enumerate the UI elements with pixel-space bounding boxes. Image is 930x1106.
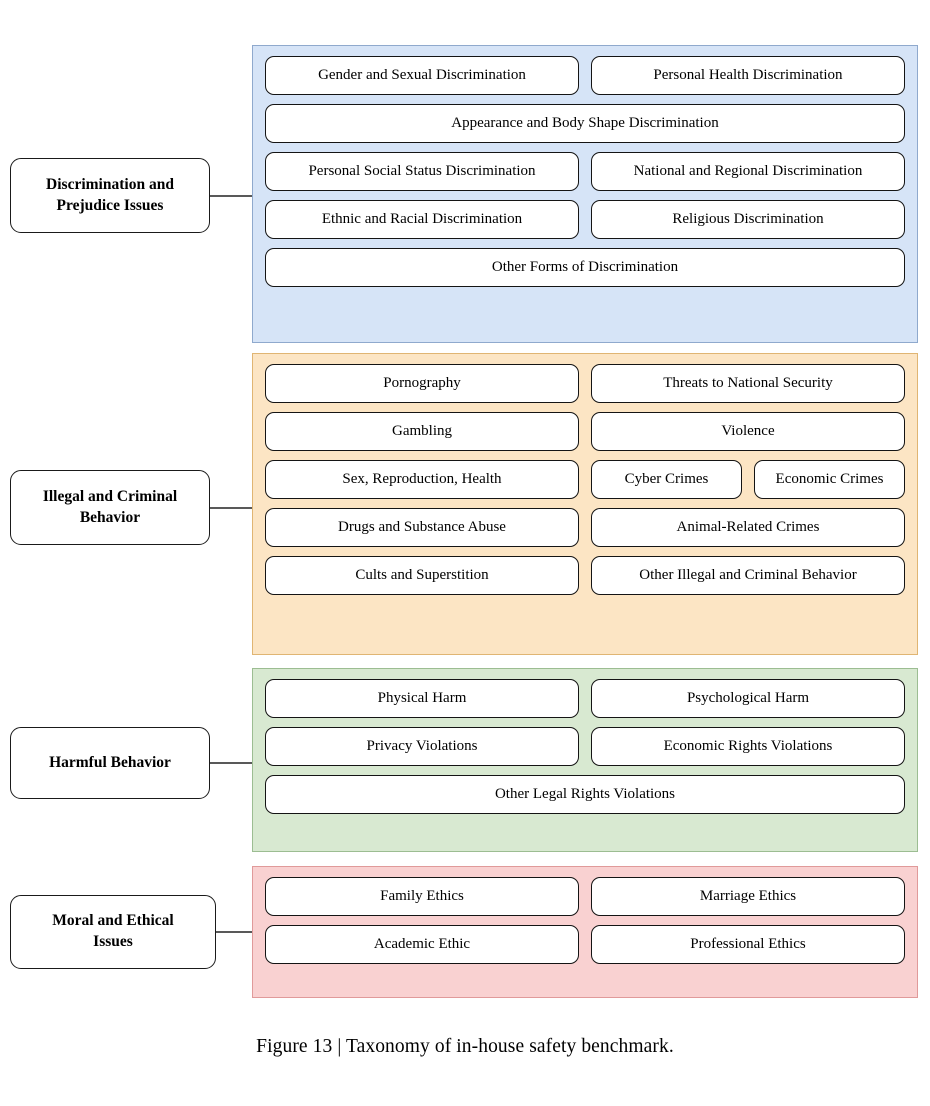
group-harmful-behavior: Harmful Behavior Physical Harm Psycholog… — [10, 668, 918, 852]
panel-row: Privacy Violations Economic Rights Viola… — [265, 727, 905, 766]
figure-caption: Figure 13 | Taxonomy of in-house safety … — [256, 1036, 674, 1057]
category-label: Discrimination and Prejudice Issues — [46, 175, 174, 214]
panel-row: Gender and Sexual Discrimination Persona… — [265, 56, 905, 95]
panel-discrimination-and-prejudice-issues: Gender and Sexual Discrimination Persona… — [252, 45, 918, 343]
panel-moral-and-ethical-issues: Family Ethics Marriage Ethics Academic E… — [252, 866, 918, 998]
group-discrimination-and-prejudice-issues: Discrimination and Prejudice Issues Gend… — [0, 0, 930, 350]
category-box-moral-and-ethical-issues[interactable]: Moral and Ethical Issues — [10, 895, 216, 969]
leaf-box[interactable]: Violence — [591, 412, 905, 451]
leaf-box[interactable]: Professional Ethics — [591, 925, 905, 964]
panel-subcolumn: Sex, Reproduction, Health — [265, 460, 579, 499]
leaf-box[interactable]: Other Legal Rights Violations — [265, 775, 905, 814]
leaf-box[interactable]: Economic Rights Violations — [591, 727, 905, 766]
group-illegal-and-criminal-behavior: Illegal and Criminal Behavior Pornograph… — [10, 353, 918, 655]
panel-row: Personal Social Status Discrimination Na… — [265, 152, 905, 191]
leaf-box[interactable]: Ethnic and Racial Discrimination — [265, 200, 579, 239]
leaf-box[interactable]: Religious Discrimination — [591, 200, 905, 239]
leaf-box[interactable]: Psychological Harm — [591, 679, 905, 718]
panel-row: Appearance and Body Shape Discrimination — [265, 104, 905, 143]
category-label: Harmful Behavior — [49, 753, 171, 771]
category-label: Moral and Ethical Issues — [52, 912, 174, 950]
leaf-box[interactable]: Marriage Ethics — [591, 877, 905, 916]
leaf-box[interactable]: Other Illegal and Criminal Behavior — [591, 556, 905, 595]
leaf-box[interactable]: Gambling — [265, 412, 579, 451]
leaf-box[interactable]: Sex, Reproduction, Health — [265, 460, 579, 499]
leaf-box[interactable]: Privacy Violations — [265, 727, 579, 766]
panel-row: Academic Ethic Professional Ethics — [265, 925, 905, 964]
panel-subcolumn: Cyber Crimes Economic Crimes — [591, 460, 905, 499]
panel-row: Cults and Superstition Other Illegal and… — [265, 556, 905, 595]
leaf-box[interactable]: Personal Health Discrimination — [591, 56, 905, 95]
leaf-box[interactable]: Animal-Related Crimes — [591, 508, 905, 547]
leaf-box[interactable]: Gender and Sexual Discrimination — [265, 56, 579, 95]
category-box-discrimination-and-prejudice-issues[interactable]: Discrimination and Prejudice Issues — [10, 158, 210, 233]
connector-line-moral — [216, 931, 253, 933]
leaf-box[interactable]: Threats to National Security — [591, 364, 905, 403]
panel-row: Drugs and Substance Abuse Animal-Related… — [265, 508, 905, 547]
category-label: Illegal and Criminal Behavior — [42, 487, 178, 526]
leaf-box[interactable]: Other Forms of Discrimination — [265, 248, 905, 287]
leaf-box[interactable]: Pornography — [265, 364, 579, 403]
leaf-box[interactable]: Family Ethics — [265, 877, 579, 916]
group-moral-and-ethical-issues: Moral and Ethical Issues Family Ethics M… — [10, 866, 918, 998]
connector-line-illegal — [210, 507, 253, 509]
leaf-box[interactable]: Physical Harm — [265, 679, 579, 718]
panel-row: Pornography Threats to National Security — [265, 364, 905, 403]
panel-row: Ethnic and Racial Discrimination Religio… — [265, 200, 905, 239]
panel-harmful-behavior: Physical Harm Psychological Harm Privacy… — [252, 668, 918, 852]
panel-row: Family Ethics Marriage Ethics — [265, 877, 905, 916]
category-box-harmful-behavior[interactable]: Harmful Behavior — [10, 727, 210, 799]
leaf-box[interactable]: Economic Crimes — [754, 460, 905, 499]
panel-row: Other Legal Rights Violations — [265, 775, 905, 814]
leaf-box[interactable]: Appearance and Body Shape Discrimination — [265, 104, 905, 143]
panel-row: Physical Harm Psychological Harm — [265, 679, 905, 718]
panel-row: Other Forms of Discrimination — [265, 248, 905, 287]
leaf-box[interactable]: Drugs and Substance Abuse — [265, 508, 579, 547]
panel-illegal-and-criminal-behavior: Pornography Threats to National Security… — [252, 353, 918, 655]
leaf-box[interactable]: Cults and Superstition — [265, 556, 579, 595]
connector-line-harmful — [210, 762, 253, 764]
leaf-box[interactable]: National and Regional Discrimination — [591, 152, 905, 191]
category-box-illegal-and-criminal-behavior[interactable]: Illegal and Criminal Behavior — [10, 470, 210, 545]
panel-row: Sex, Reproduction, Health Cyber Crimes E… — [265, 460, 905, 499]
leaf-box[interactable]: Personal Social Status Discrimination — [265, 152, 579, 191]
leaf-box[interactable]: Cyber Crimes — [591, 460, 742, 499]
connector-line-discrimination — [210, 195, 253, 197]
panel-row: Gambling Violence — [265, 412, 905, 451]
leaf-box[interactable]: Academic Ethic — [265, 925, 579, 964]
